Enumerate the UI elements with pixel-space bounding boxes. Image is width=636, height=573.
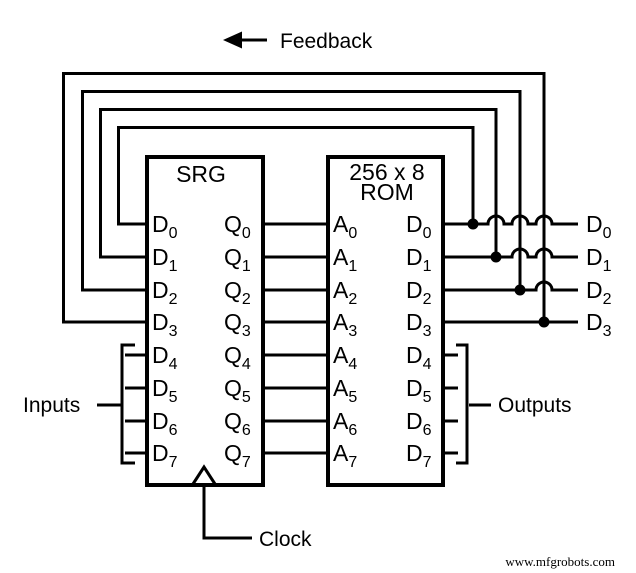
rom-box xyxy=(326,155,445,487)
rom-pin-d7: D7 xyxy=(406,440,432,471)
junction-dot-d1 xyxy=(490,251,502,263)
inputs-bracket xyxy=(120,343,135,465)
outputs-bracket xyxy=(456,343,469,465)
rom-output-wire-d0 xyxy=(441,214,578,226)
srg-box xyxy=(145,155,265,487)
outputs-group xyxy=(441,343,491,465)
rom-output-wire-d2 xyxy=(441,280,578,292)
srg-input-pin-labels: D0 D1 D2 D3 D4 D5 D6 D7 xyxy=(152,211,178,471)
junction-dot-d3 xyxy=(538,316,550,328)
clock-triangle-icon xyxy=(191,464,217,485)
junction-dot-d2 xyxy=(514,284,526,296)
feedback-arrow-group xyxy=(223,31,267,49)
rom-pin-a2: A2 xyxy=(333,277,357,308)
rom-pin-a0: A0 xyxy=(333,211,357,242)
srg-pin-d6: D6 xyxy=(152,408,178,439)
srg-pin-q7: Q7 xyxy=(224,440,251,471)
srg-pin-q5: Q5 xyxy=(224,375,251,406)
external-pin-d2: D2 xyxy=(586,277,612,308)
srg-pin-d4: D4 xyxy=(152,342,178,373)
q-to-a-bus-wires xyxy=(261,222,330,455)
watermark: www.mfgrobots.com xyxy=(505,554,615,569)
rom-pin-a1: A1 xyxy=(333,244,357,275)
rom-pin-d0: D0 xyxy=(406,211,432,242)
clock-wire xyxy=(202,487,252,540)
srg-pin-q4: Q4 xyxy=(224,342,251,373)
feedback-label: Feedback xyxy=(280,30,373,53)
rom-pin-a7: A7 xyxy=(333,440,357,471)
inputs-group xyxy=(97,343,149,465)
srg-pin-d2: D2 xyxy=(152,277,178,308)
rom-pin-a5: A5 xyxy=(333,375,357,406)
rom-pin-a3: A3 xyxy=(333,309,357,340)
rom-subtitle: ROM xyxy=(360,179,414,205)
rom-pin-d4: D4 xyxy=(406,342,432,373)
srg-pin-q0: Q0 xyxy=(224,211,251,242)
srg-pin-q1: Q1 xyxy=(224,244,251,275)
srg-pin-d3: D3 xyxy=(152,309,178,340)
srg-title: SRG xyxy=(176,161,226,187)
junction-dot-d0 xyxy=(467,218,479,230)
rom-address-pin-labels: A0 A1 A2 A3 A4 A5 A6 A7 xyxy=(333,211,357,471)
left-arrow-icon xyxy=(223,31,242,49)
rom-pin-d2: D2 xyxy=(406,277,432,308)
srg-pin-d7: D7 xyxy=(152,440,178,471)
feedback-wire-d3 xyxy=(62,72,546,324)
srg-pin-d0: D0 xyxy=(152,211,178,242)
clock-label: Clock xyxy=(259,528,312,551)
srg-pin-d1: D1 xyxy=(152,244,178,275)
clock-group xyxy=(191,464,252,540)
rom-pin-d6: D6 xyxy=(406,408,432,439)
rom-data-pin-labels: D0 D1 D2 D3 D4 D5 D6 D7 xyxy=(406,211,432,471)
rom-pin-d1: D1 xyxy=(406,244,432,275)
srg-pin-q3: Q3 xyxy=(224,309,251,340)
rom-title: 256 x 8 xyxy=(349,159,424,185)
feedback-wire-d1 xyxy=(99,108,498,259)
feedback-wire-d0 xyxy=(117,126,475,226)
srg-pin-q6: Q6 xyxy=(224,408,251,439)
rom-output-wire-d1 xyxy=(441,247,578,259)
srg-pin-q2: Q2 xyxy=(224,277,251,308)
rom-pin-a4: A4 xyxy=(333,342,357,373)
rom-pin-d5: D5 xyxy=(406,375,432,406)
inputs-label: Inputs xyxy=(23,394,80,417)
srg-pin-d5: D5 xyxy=(152,375,178,406)
feedback-loop-wires xyxy=(62,72,546,324)
outputs-label: Outputs xyxy=(498,394,572,417)
rom-pin-d3: D3 xyxy=(406,309,432,340)
rom-pin-a6: A6 xyxy=(333,408,357,439)
rom-output-row-wires xyxy=(441,214,578,328)
external-output-labels: D0 D1 D2 D3 xyxy=(586,211,612,340)
srg-output-pin-labels: Q0 Q1 Q2 Q3 Q4 Q5 Q6 Q7 xyxy=(224,211,251,471)
external-pin-d1: D1 xyxy=(586,244,612,275)
external-pin-d3: D3 xyxy=(586,309,612,340)
feedback-wire-d2 xyxy=(81,90,522,292)
external-pin-d0: D0 xyxy=(586,211,612,242)
